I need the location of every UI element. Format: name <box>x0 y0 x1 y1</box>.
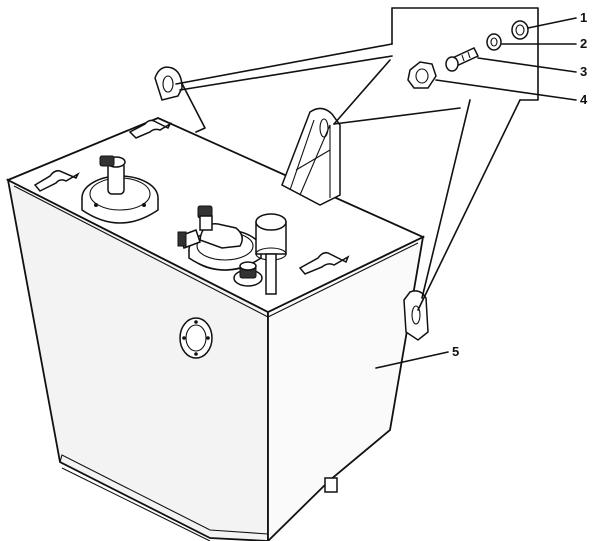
top-handle-3 <box>298 251 350 275</box>
center-bracket <box>281 107 341 206</box>
lock-washer <box>486 33 502 51</box>
bolt <box>445 47 480 72</box>
callout-leaders <box>375 17 577 369</box>
callout-label-3: 3 <box>580 64 587 79</box>
tank-body <box>5 117 426 541</box>
callout-label-5: 5 <box>452 344 459 359</box>
callout-label-1: 1 <box>580 10 587 25</box>
drain-plug <box>324 477 338 493</box>
leader-lines <box>175 43 521 311</box>
callout-label-4: 4 <box>580 92 588 107</box>
washer <box>511 20 529 40</box>
lifting-eye-left <box>162 75 174 93</box>
filler-cap <box>81 155 159 224</box>
nut <box>407 61 437 89</box>
callout-label-2: 2 <box>580 36 587 51</box>
side-flange <box>179 317 213 359</box>
level-plug <box>233 261 263 287</box>
top-handle-1 <box>128 119 172 139</box>
top-handle-2 <box>33 169 80 192</box>
hardware-detail-frame <box>391 7 539 101</box>
breather-filter <box>255 213 287 295</box>
lifting-bracket <box>154 66 206 133</box>
lifting-eye-right <box>411 305 421 325</box>
lifting-eye-center <box>319 118 329 138</box>
